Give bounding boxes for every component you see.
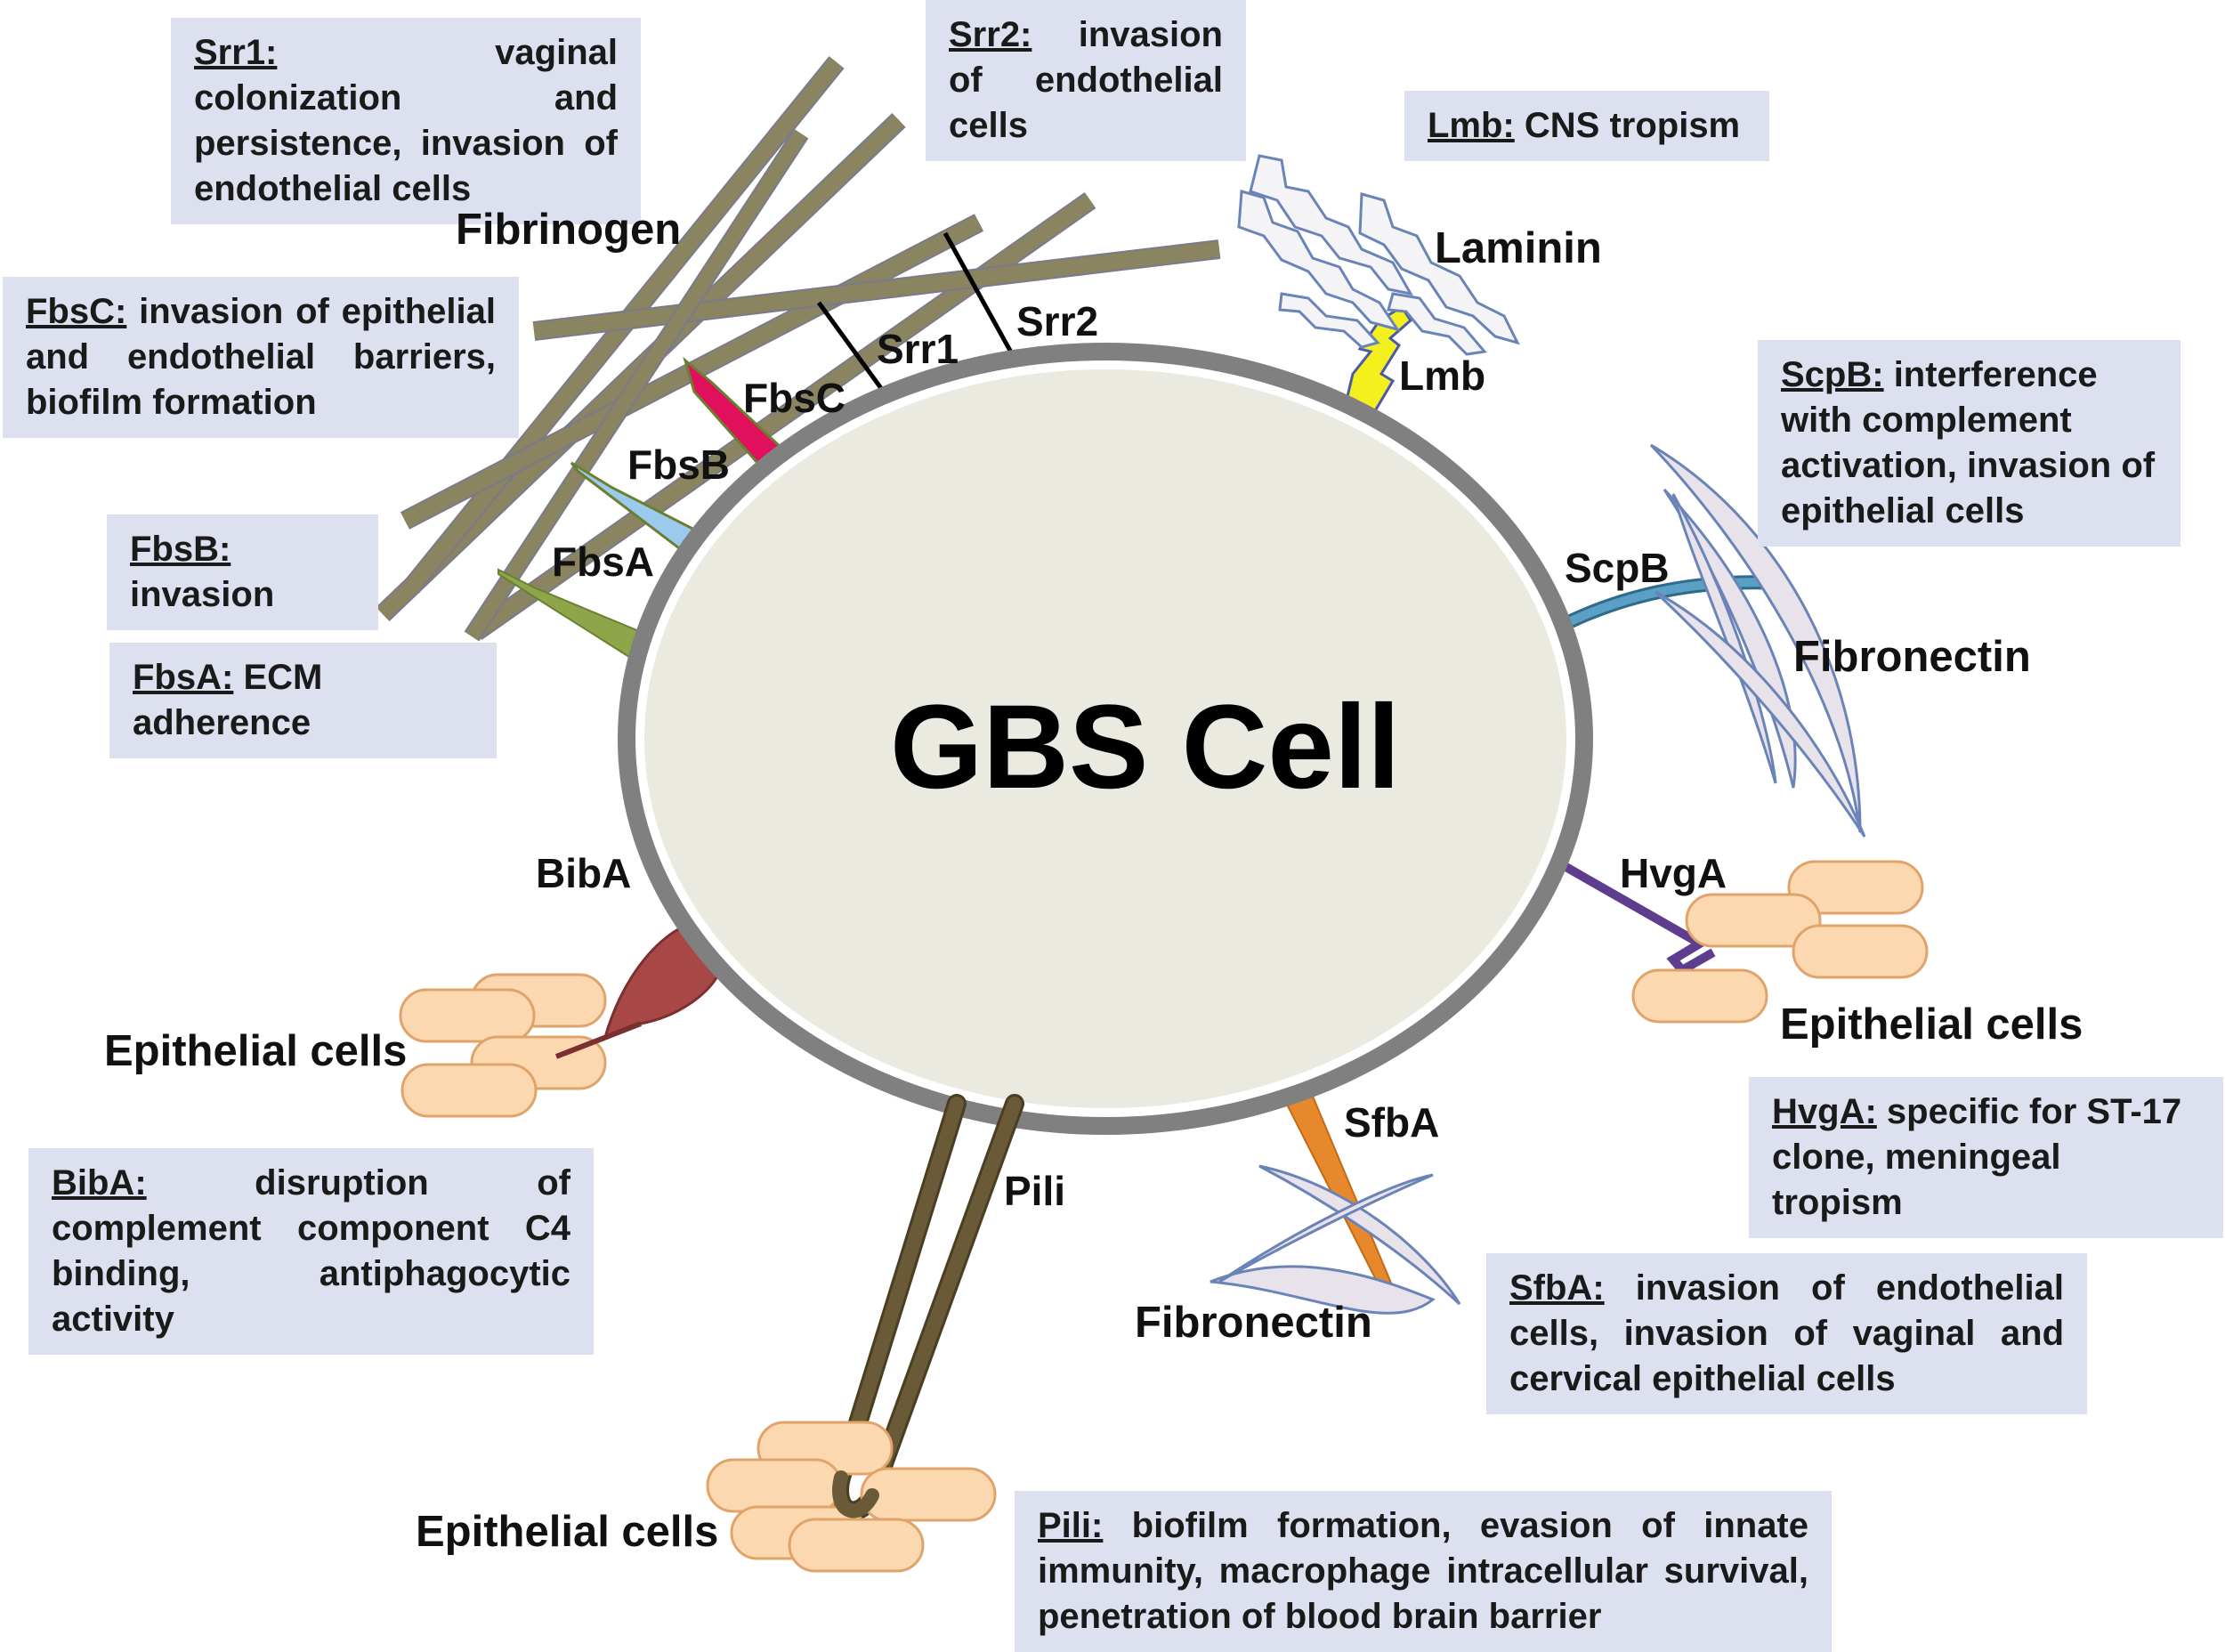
fbsb-key: FbsB: (130, 530, 231, 569)
scpb-key: ScpB: (1781, 355, 1884, 394)
sfba-info-box: SfbA: invasion of endothelial cells, inv… (1486, 1253, 2087, 1414)
epithelial-right-label: Epithelial cells (1780, 1000, 2083, 1049)
epithelial-cells-bottom (706, 1421, 997, 1573)
fbsb-text: invasion (130, 575, 275, 614)
srr2-key: Srr2: (949, 15, 1032, 54)
sfba-label: SfbA (1344, 1099, 1440, 1146)
cell-body (644, 369, 1566, 1108)
fibronectin-bottom-label: Fibronectin (1135, 1299, 1372, 1347)
pili-label: Pili (1004, 1168, 1066, 1214)
fbsb-info-box: FbsB: invasion (107, 514, 378, 630)
epithelial-cells-left (399, 973, 607, 1118)
laminin-label: Laminin (1435, 224, 1602, 272)
fbsb-label: FbsB (627, 441, 730, 488)
epithelial-left-label: Epithelial cells (104, 1027, 408, 1075)
hvga-text: specific for ST-17 clone, meningeal trop… (1772, 1092, 2182, 1222)
bibA-text: disruption of complement component C4 bi… (52, 1163, 570, 1339)
fibronectin-right-shape (1649, 443, 1866, 838)
scpb-info-box: ScpB: interference with complement activ… (1758, 340, 2180, 547)
lmb-text: CNS tropism (1514, 106, 1741, 145)
pili-key: Pili: (1038, 1506, 1104, 1545)
fbsa-key: FbsA: (133, 658, 234, 697)
fbsc-info-box: FbsC: invasion of epithelial and endothe… (3, 277, 519, 438)
epithelial-bottom-label: Epithelial cells (416, 1508, 719, 1556)
fbsc-text: invasion of epithelial and endothelial b… (26, 292, 496, 422)
sfba-key: SfbA: (1509, 1268, 1605, 1308)
srr1-key: Srr1: (194, 33, 278, 72)
fibronectin-bottom-shape (1210, 1164, 1461, 1315)
hvga-info-box: HvgA: specific for ST-17 clone, meningea… (1749, 1077, 2223, 1238)
lmb-info-box: Lmb: CNS tropism (1404, 91, 1769, 161)
lmb-label: Lmb (1399, 352, 1486, 399)
hvga-key: HvgA: (1772, 1092, 1877, 1131)
srr1-label: Srr1 (877, 326, 959, 372)
fbsc-key: FbsC: (26, 292, 127, 331)
sfba-text: invasion of endothelial cells, invasion … (1509, 1268, 2064, 1398)
fbsa-label: FbsA (552, 539, 654, 585)
bibA-info-box: BibA: disruption of complement component… (28, 1148, 594, 1355)
srr2-info-box: Srr2: invasion of endothelial cells (926, 0, 1246, 161)
fbsa-text: ECM adherence (133, 658, 323, 742)
fibrinogen-strands (376, 56, 1221, 642)
srr1-info-box: Srr1: vaginal colonization and persisten… (171, 18, 641, 224)
bibA-label: BibA (536, 850, 632, 896)
cell-title: GBS Cell (890, 681, 1401, 814)
pili-info-box: Pili: biofilm formation, evasion of inna… (1015, 1491, 1832, 1652)
fibronectin-right-label: Fibronectin (1793, 633, 2031, 681)
bibA-key: BibA: (52, 1163, 147, 1203)
hvga-protein (1541, 850, 1716, 976)
srr2-text: invasion of endothelial cells (949, 15, 1223, 145)
srr2-label: Srr2 (1016, 298, 1099, 344)
fibrinogen-label: Fibrinogen (456, 206, 682, 254)
hvga-label: HvgA (1620, 850, 1727, 896)
pili-text: biofilm formation, evasion of innate imm… (1038, 1506, 1808, 1636)
lmb-key: Lmb: (1428, 106, 1515, 145)
srr1-text: vaginal colonization and persistence, in… (194, 33, 618, 208)
fbsa-info-box: FbsA: ECM adherence (109, 643, 497, 758)
scpb-text: interference with complement activation,… (1781, 355, 2156, 530)
laminin-shape (1237, 154, 1520, 356)
scpb-label: ScpB (1565, 545, 1670, 591)
fbsc-label: FbsC (743, 375, 846, 421)
